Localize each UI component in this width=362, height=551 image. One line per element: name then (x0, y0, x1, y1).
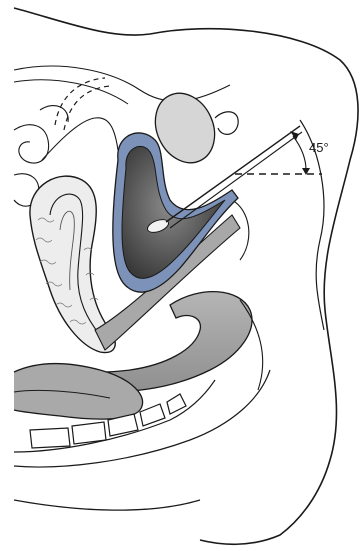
angle-label: 45° (309, 140, 329, 155)
ligament-curve (42, 118, 118, 160)
vulva-fold (215, 112, 238, 135)
buttock-outline (14, 500, 200, 510)
angle-arc (293, 136, 306, 170)
abdominal-fold (14, 66, 230, 101)
